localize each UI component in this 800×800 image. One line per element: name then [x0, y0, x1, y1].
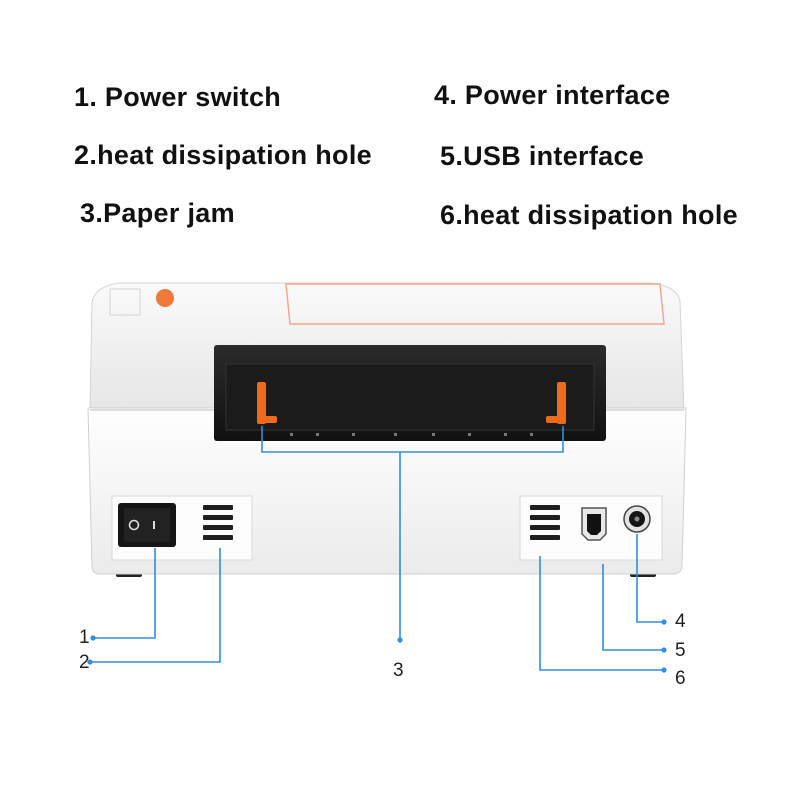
legend-usb-interface: 5.USB interface [440, 141, 645, 171]
leader-line-3-bracket [261, 426, 564, 453]
callout-number-2: 2 [79, 652, 90, 673]
leader-lines [90, 426, 664, 671]
slot-tick-marks [290, 433, 533, 436]
leader-line-4 [636, 534, 664, 623]
leader-line-5 [602, 564, 664, 651]
paper-slot-inner [225, 363, 595, 431]
callout-number-4: 4 [675, 611, 686, 632]
lid-label [109, 288, 141, 316]
leader-dots [87, 619, 667, 673]
legend-power-interface: 4. Power interface [434, 80, 671, 110]
legend-power-switch: 1. Power switch [74, 82, 282, 112]
vent-icon-left [203, 505, 233, 540]
legend-paper-jam: 3.Paper jam [80, 198, 235, 228]
brand-logo-icon [156, 289, 174, 307]
usb-b-port-icon[interactable] [581, 507, 607, 541]
lid-stripe [285, 283, 665, 325]
power-switch-icon[interactable] [118, 503, 176, 547]
legend-heat-hole-right: 6.heat dissipation hole [440, 200, 738, 230]
paper-guide-left-icon[interactable] [257, 382, 277, 424]
callout-number-6: 6 [675, 668, 686, 689]
vent-icon-right [530, 505, 560, 540]
leader-line-6 [539, 556, 664, 671]
callout-number-3: 3 [393, 660, 404, 681]
legend-heat-hole-left: 2.heat dissipation hole [74, 140, 372, 170]
callout-number-1: 1 [79, 627, 90, 648]
dc-power-jack-icon[interactable] [623, 505, 651, 533]
paper-guide-right-icon[interactable] [546, 382, 566, 424]
leader-line-1 [93, 548, 156, 639]
leader-line-2 [90, 548, 221, 663]
callout-number-5: 5 [675, 640, 686, 661]
